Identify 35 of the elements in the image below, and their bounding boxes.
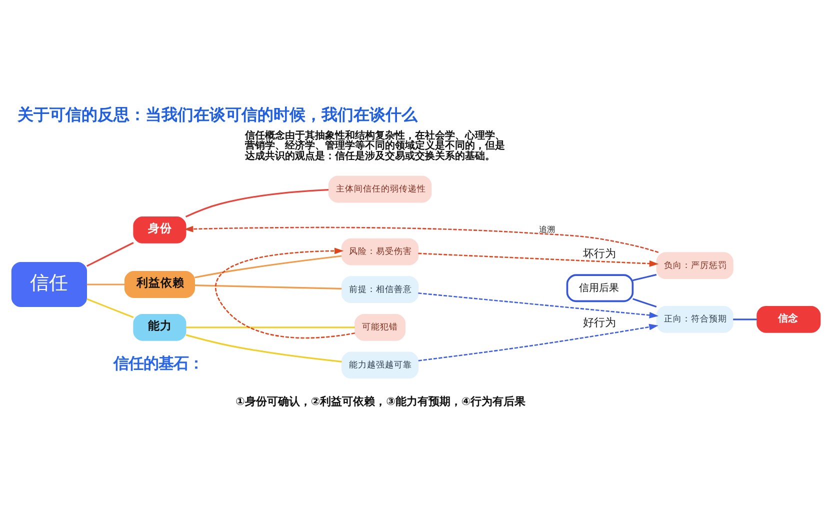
diagram-title: 关于可信的反思：当我们在谈可信的时候，我们在谈什么	[18, 104, 418, 124]
connector	[186, 326, 355, 328]
arrow	[418, 292, 659, 318]
connector	[194, 284, 342, 290]
connector	[86, 298, 134, 318]
arrow	[418, 324, 658, 362]
edge-label: 好行为	[583, 316, 616, 329]
node-box: 能力越强越可靠	[341, 352, 419, 379]
connector	[733, 318, 757, 320]
node-box: 前提：相信善意	[341, 276, 419, 304]
node-box: 主体间信任的弱传递性	[328, 176, 432, 203]
connector	[632, 298, 657, 308]
connector	[194, 255, 342, 278]
arrow	[215, 248, 355, 339]
label: 信任的基石：	[114, 354, 204, 372]
node-box: 信念	[756, 306, 821, 333]
connector	[186, 334, 342, 362]
label: 信任概念由于其抽象性和结构复杂性，在社会学、心理学、营销学、经济学、管理学等不同的领域定义是不同的，但是达成共识的观点是：信任是涉及交易或交换关系的基础。	[245, 130, 506, 162]
connector	[632, 274, 657, 282]
node-box: 风险：易受伤害	[341, 238, 419, 266]
node-box: 身份	[133, 216, 186, 244]
edge-label: 坏行为	[583, 246, 616, 260]
arrow	[184, 226, 659, 254]
node-box: 信用后果	[566, 274, 634, 302]
node-box: 利益依赖	[124, 271, 195, 298]
node-box: 能力	[133, 314, 186, 341]
node-box: 正向：符合预期	[656, 306, 734, 333]
node-box: 信任	[11, 262, 87, 308]
connector	[185, 188, 329, 218]
connector	[86, 284, 125, 286]
arrow	[418, 252, 659, 267]
connector	[86, 242, 134, 267]
node-box: 可能犯错	[354, 314, 406, 341]
node-box: 负向：严厉惩罚	[656, 252, 734, 280]
label: ①身份可确认，②利益可依赖，③能力有预期，④行为有后果	[236, 394, 526, 408]
